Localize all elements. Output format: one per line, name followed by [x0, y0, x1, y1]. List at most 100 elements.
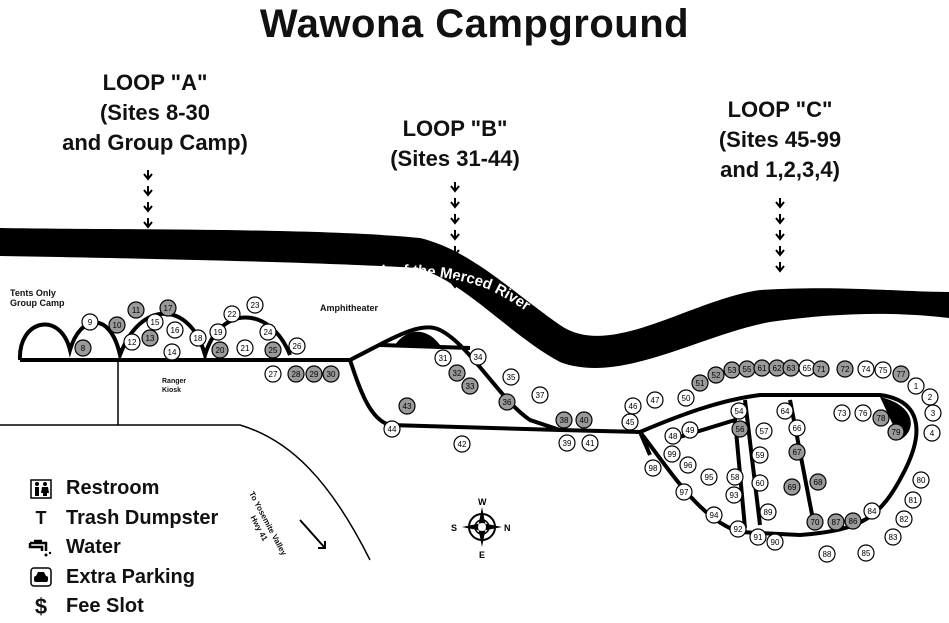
campsite-marker — [836, 360, 854, 378]
campsite-number: 71 — [817, 365, 826, 374]
campsite-marker — [322, 365, 340, 383]
campsite-number: 43 — [403, 402, 412, 411]
campsite-marker — [812, 360, 830, 378]
campsite-number: 30 — [327, 370, 336, 379]
campsite-32: 32 — [448, 364, 466, 382]
legend-row-parking: Extra Parking — [24, 563, 218, 593]
fee-slot-icon: $ — [34, 593, 48, 619]
campsite-marker — [833, 404, 851, 422]
campsite-number: 17 — [164, 304, 173, 313]
campsite-number: 27 — [269, 370, 278, 379]
campsite-number: 93 — [730, 491, 739, 500]
campsite-marker — [531, 386, 549, 404]
campsite-marker — [729, 520, 747, 538]
campsite-16: 16 — [166, 321, 184, 339]
campsite-number: 91 — [754, 533, 763, 542]
campsite-60: 60 — [751, 474, 769, 492]
campsite-number: 64 — [781, 407, 790, 416]
campsite-marker — [751, 474, 769, 492]
campsite-marker — [211, 341, 229, 359]
campsite-27: 27 — [264, 365, 282, 383]
campsite-number: 67 — [793, 448, 802, 457]
campsite-marker — [863, 502, 881, 520]
down-arrow — [775, 246, 785, 257]
campsite-marker — [755, 422, 773, 440]
campsite-96: 96 — [679, 456, 697, 474]
campsite-marker — [163, 343, 181, 361]
campsite-62: 62 — [768, 359, 786, 377]
campsite-marker — [287, 365, 305, 383]
campsite-92: 92 — [729, 520, 747, 538]
campsite-marker — [857, 544, 875, 562]
campsite-marker — [159, 299, 177, 317]
compass: W S N E — [451, 497, 511, 560]
campsite-number: 74 — [862, 365, 871, 374]
legend-row-restroom: Restroom — [24, 474, 218, 504]
compass-n: N — [504, 523, 511, 533]
down-arrow — [143, 218, 153, 229]
campsite-marker — [81, 313, 99, 331]
campsite-91: 91 — [749, 528, 767, 546]
campsite-94: 94 — [705, 506, 723, 524]
campsite-marker — [895, 510, 913, 528]
campsite-number: 50 — [682, 394, 691, 403]
campsite-marker — [912, 471, 930, 489]
campsite-number: 98 — [649, 464, 658, 473]
campsite-number: 18 — [194, 334, 203, 343]
campsite-marker — [887, 423, 905, 441]
campsite-number: 47 — [651, 396, 660, 405]
campsite-marker — [731, 420, 749, 438]
campsite-number: 62 — [773, 364, 782, 373]
down-arrow — [143, 170, 153, 181]
campsite-number: 90 — [771, 538, 780, 547]
campsite-38: 38 — [555, 411, 573, 429]
campsite-55: 55 — [738, 360, 756, 378]
campsite-89: 89 — [759, 503, 777, 521]
campsite-78: 78 — [872, 409, 890, 427]
campsite-marker — [884, 528, 902, 546]
down-arrow — [450, 278, 460, 289]
campsite-number: 34 — [474, 353, 483, 362]
campsite-59: 59 — [751, 446, 769, 464]
campsite-79: 79 — [887, 423, 905, 441]
campsite-3: 3 — [924, 404, 942, 422]
campsite-48: 48 — [664, 427, 682, 445]
campsite-marker — [469, 348, 487, 366]
down-arrow — [775, 198, 785, 209]
campsite-number: 56 — [736, 425, 745, 434]
road-arrow — [299, 519, 326, 549]
campsite-number: 24 — [264, 328, 273, 337]
campsite-12: 12 — [123, 333, 141, 351]
campsite-8: 8 — [74, 339, 92, 357]
campsite-77: 77 — [892, 365, 910, 383]
campsite-marker — [904, 491, 922, 509]
campsite-13: 13 — [141, 329, 159, 347]
campsite-4: 4 — [923, 424, 941, 442]
campsite-number: 94 — [710, 511, 719, 520]
campsite-51: 51 — [691, 374, 709, 392]
campsite-number: 84 — [868, 507, 877, 516]
trash-dumpster-icon: T — [35, 507, 47, 528]
legend-row-fee: $ Fee Slot — [24, 592, 218, 622]
campsite-number: 89 — [764, 508, 773, 517]
campsite-number: 60 — [756, 479, 765, 488]
campsite-marker — [74, 339, 92, 357]
connector-road — [559, 428, 641, 434]
campsite-number: 26 — [293, 342, 302, 351]
campsite-marker — [558, 434, 576, 452]
campsite-39: 39 — [558, 434, 576, 452]
extra-parking-icon — [24, 567, 58, 587]
campsite-number: 14 — [168, 348, 177, 357]
campsite-number: 28 — [292, 370, 301, 379]
campsite-marker — [246, 296, 264, 314]
compass-s: S — [451, 523, 457, 533]
campsite-number: 86 — [849, 517, 858, 526]
campsite-number: 49 — [686, 426, 695, 435]
down-arrow — [775, 262, 785, 273]
campsite-76: 76 — [854, 404, 872, 422]
campsite-34: 34 — [469, 348, 487, 366]
campsite-number: 51 — [696, 379, 705, 388]
campsite-9: 9 — [81, 313, 99, 331]
campsite-number: 73 — [838, 409, 847, 418]
campsite-marker — [581, 434, 599, 452]
